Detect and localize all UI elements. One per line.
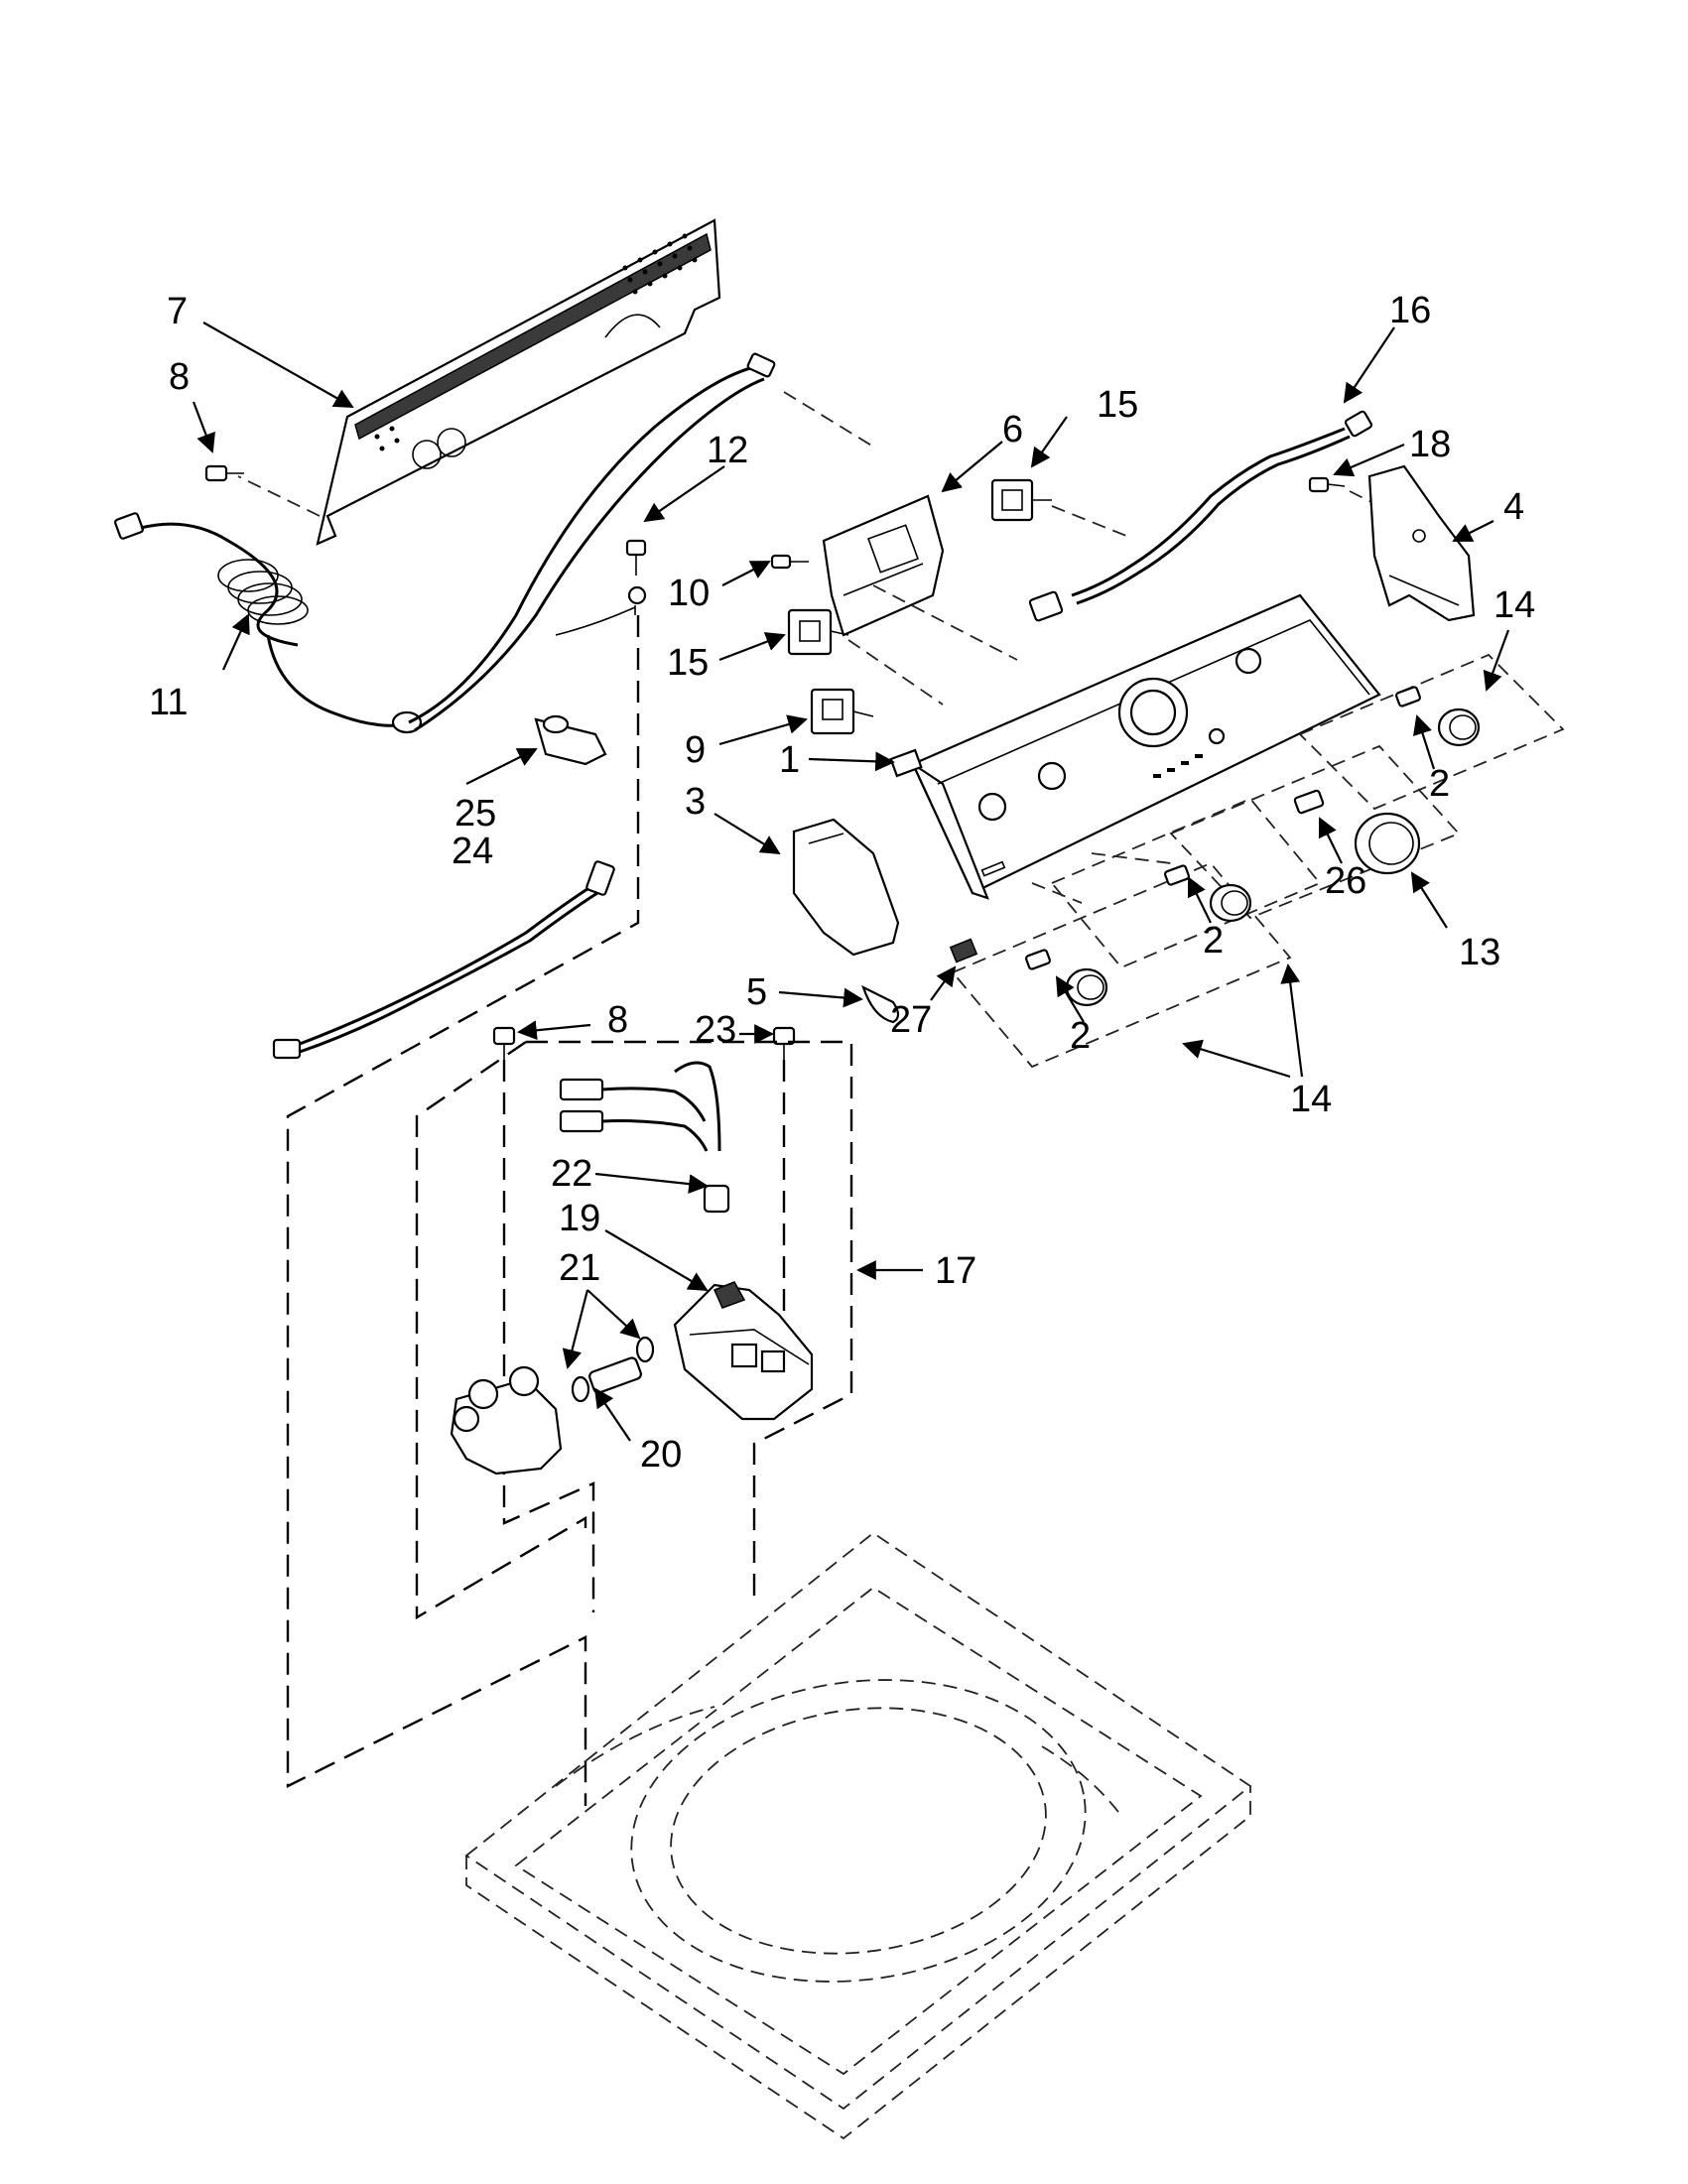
lens-27: [949, 938, 978, 964]
callout-19: 19: [559, 1198, 600, 1239]
water-valve: [450, 1365, 563, 1476]
end-cap-3: [792, 818, 900, 957]
callout-9: 9: [685, 729, 706, 771]
callout-20: 20: [640, 1434, 682, 1476]
harness-22: [559, 1061, 730, 1214]
callout-16: 16: [1389, 290, 1431, 331]
clip-5: [861, 984, 900, 1024]
callout-13: 13: [1459, 932, 1500, 973]
callout-10: 10: [668, 573, 710, 614]
knob-guide-boxes: [951, 653, 1565, 1069]
harness-24: [272, 860, 615, 1060]
callout-15-top: 15: [1097, 384, 1138, 426]
clip-25: [534, 714, 607, 766]
callout-6: 6: [1002, 409, 1023, 450]
clamp-21-right: [635, 1336, 655, 1363]
control-board-6: [822, 494, 1018, 661]
callout-17: 17: [935, 1250, 976, 1292]
callout-27: 27: [890, 999, 932, 1041]
callout-22: 22: [551, 1153, 592, 1195]
knob-2-middle: [1164, 864, 1252, 923]
callout-labels: 7 8 11 12 10 6 15 16 18 4 14 15 9 1 3 25…: [149, 290, 1535, 1476]
callout-12: 12: [707, 430, 748, 471]
dispenser-19: [673, 1281, 814, 1421]
callout-14-top: 14: [1493, 584, 1535, 626]
hose-20: [588, 1356, 642, 1394]
screw-8-top: [204, 464, 244, 482]
screw-12: [625, 539, 647, 576]
callout-26: 26: [1325, 860, 1366, 902]
switch-15-lower: [787, 608, 944, 706]
end-cap-4: [1367, 464, 1476, 622]
knob-2-right: [1395, 686, 1481, 747]
callout-8-top: 8: [169, 356, 190, 398]
callout-15-lower: 15: [667, 642, 709, 684]
switch-9: [810, 688, 874, 735]
callout-2-middle: 2: [1203, 920, 1224, 962]
callout-7: 7: [167, 291, 188, 332]
callout-5: 5: [746, 971, 767, 1013]
callout-23: 23: [695, 1009, 736, 1051]
power-cord-11: [114, 512, 423, 734]
callout-1: 1: [779, 739, 800, 781]
callout-4: 4: [1503, 486, 1524, 528]
callout-25: 25: [454, 793, 496, 835]
callout-8-lower: 8: [607, 999, 628, 1041]
screw-23: [772, 1026, 796, 1060]
callout-24: 24: [452, 831, 493, 872]
leader-arrows: [192, 321, 1510, 1442]
callout-14-lower: 14: [1290, 1079, 1332, 1120]
callout-2-left: 2: [1070, 1015, 1091, 1057]
main-wire-harness: [408, 352, 874, 732]
washer-top: [464, 1531, 1252, 2140]
rear-panel-7: [237, 218, 721, 546]
callout-3: 3: [685, 781, 706, 823]
knob-shaft-26: [1293, 789, 1325, 815]
screw-8-lower: [492, 1026, 516, 1060]
clamp-21-left: [571, 1375, 590, 1403]
control-panel-1: [910, 593, 1381, 900]
callout-11: 11: [149, 682, 188, 723]
callout-2-right: 2: [1429, 763, 1450, 805]
switch-15-top: [990, 478, 1127, 537]
harness-16: [1028, 410, 1373, 622]
callout-21: 21: [559, 1247, 600, 1289]
screw-10: [770, 554, 809, 570]
knob-13: [1354, 812, 1421, 875]
knob-2-left: [1025, 949, 1108, 1007]
callout-18: 18: [1409, 424, 1451, 465]
